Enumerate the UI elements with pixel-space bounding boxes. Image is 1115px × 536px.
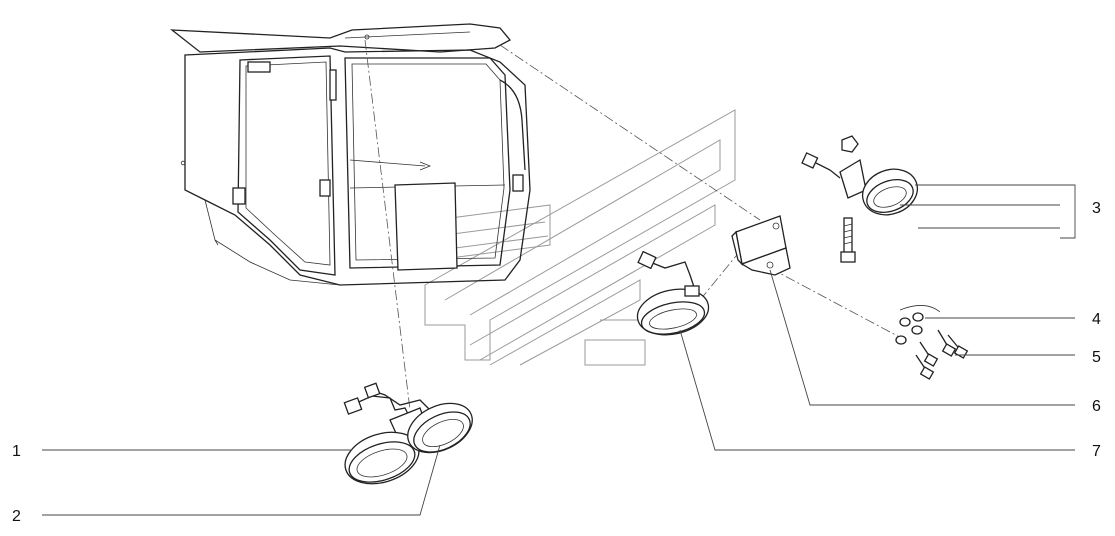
mounting-bracket <box>731 215 791 276</box>
leader-lines <box>42 184 1076 516</box>
work-lamp-pair <box>343 382 473 485</box>
watermark-logo <box>424 109 736 366</box>
callout-4: 4 <box>1092 311 1101 328</box>
callout-labels: 1 2 3 4 5 6 7 <box>12 200 1101 525</box>
callout-5: 5 <box>1092 349 1101 366</box>
fastener-group <box>895 305 969 380</box>
callout-7: 7 <box>1092 443 1101 460</box>
work-lamp-top <box>801 135 919 263</box>
callout-1: 1 <box>12 443 21 460</box>
callout-2: 2 <box>12 508 21 525</box>
callout-3: 3 <box>1092 200 1101 217</box>
tractor-cab <box>169 23 531 286</box>
work-lamp-center <box>636 250 710 336</box>
callout-6: 6 <box>1092 398 1101 415</box>
